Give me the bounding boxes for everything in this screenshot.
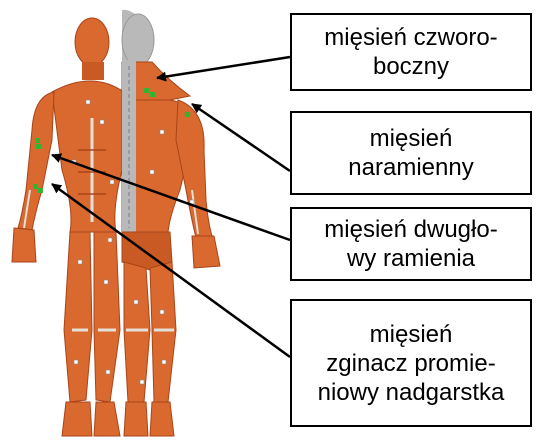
label-box-biceps: mięsień dwugło- wy ramienia <box>290 207 532 281</box>
label-trapezius: mięsień czworo- boczny <box>324 23 497 81</box>
label-flexor-carpi-radialis: mięsień zginacz promie- niowy nadgarstka <box>318 320 505 407</box>
arrow-deltoid <box>192 104 290 171</box>
label-biceps: mięsień dwugło- wy ramienia <box>324 215 497 273</box>
arrow-trapezius <box>157 57 290 78</box>
back-body-figure <box>122 10 220 436</box>
label-deltoid: mięsień naramienny <box>348 124 473 182</box>
label-box-deltoid: mięsień naramienny <box>290 111 532 195</box>
label-box-flexor-carpi-radialis: mięsień zginacz promie- niowy nadgarstka <box>290 299 532 427</box>
label-box-trapezius: mięsień czworo- boczny <box>290 13 532 91</box>
